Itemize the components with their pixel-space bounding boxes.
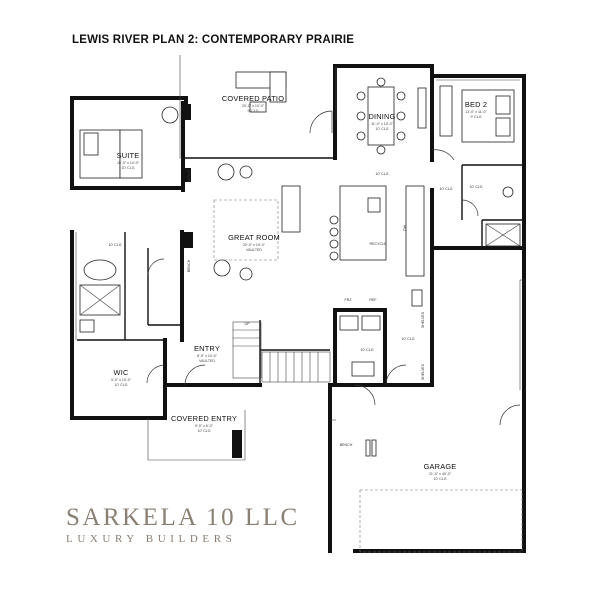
dishwasher-label: DW xyxy=(403,224,407,231)
walls xyxy=(70,55,526,553)
room-covered-patio-name: COVERED PATIO xyxy=(222,94,284,103)
entry-post xyxy=(232,430,242,458)
room-suite-name: SUITE xyxy=(117,151,140,160)
room-wic-name: WIC xyxy=(114,368,129,377)
room-bed2-ceiling: 9' CLG xyxy=(470,115,481,119)
room-great-room-dims: 20'-0" x 19'-0" xyxy=(243,243,266,247)
room-entry-dims: 8'-0" x 10'-0" xyxy=(197,354,218,358)
suite-bench-label: BENCH xyxy=(187,169,191,182)
doors xyxy=(146,110,521,426)
company-logo: SARKELA 10 LLC LUXURY BUILDERS xyxy=(66,504,300,546)
fireplace xyxy=(181,232,193,248)
room-labels: COVERED PATIO 20'-0" x 10'-0" 9' CLG DIN… xyxy=(111,94,488,481)
shelves-label-1: SHELVES xyxy=(421,311,425,328)
room-covered-patio-dims: 20'-0" x 10'-0" xyxy=(242,104,265,108)
fridge-label: REF xyxy=(369,298,377,302)
room-great-room-name: GREAT ROOM xyxy=(228,233,280,242)
shelves-label-2: SHELVES xyxy=(421,363,425,380)
stair-up-label: UP xyxy=(245,322,251,326)
room-great-room-ceiling: VAULTED xyxy=(246,248,262,252)
plan-title: LEWIS RIVER PLAN 2: CONTEMPORARY PRAIRIE xyxy=(72,34,355,46)
room-bed2-name: BED 2 xyxy=(465,100,487,109)
room-entry-name: ENTRY xyxy=(194,344,220,353)
annotations: 10' CLG 10' CLG 10' CLG 10' CLG 10' CLG … xyxy=(108,169,482,447)
furniture xyxy=(79,71,523,553)
kitchen-ceiling-label: 10' CLG xyxy=(375,172,388,176)
room-entry-ceiling: VAULTED xyxy=(199,359,215,363)
stairs xyxy=(232,321,331,383)
room-dining-dims: 11'-0" x 15'-0" xyxy=(371,122,394,126)
room-dining-name: DINING xyxy=(368,112,395,121)
room-covered-entry-name: COVERED ENTRY xyxy=(171,414,237,423)
room-covered-entry-dims: 9'-0" x 6'-0" xyxy=(195,424,214,428)
pantry-ceiling-label: 10' CLG xyxy=(439,187,452,191)
room-wic-ceiling: 10' CLG xyxy=(114,383,127,387)
hall-ceiling-label: 10' CLG xyxy=(360,348,373,352)
room-suite-dims: 15'-0" x 14'-0" xyxy=(117,161,140,165)
room-dining-ceiling: 10' CLG xyxy=(375,127,388,131)
laundry-ceiling-label: 10' CLG xyxy=(401,337,414,341)
room-covered-patio-ceiling: 9' CLG xyxy=(247,109,258,113)
windows xyxy=(75,66,524,390)
master-ceiling-label: 10' CLG xyxy=(108,243,121,247)
room-wic-dims: 9'-0" x 10'-0" xyxy=(111,378,132,382)
room-covered-entry-ceiling: 10' CLG xyxy=(197,429,210,433)
room-garage-dims: 21'-0" x 40'-0" xyxy=(429,472,452,476)
recycle-label: RECYCLE xyxy=(370,242,388,246)
great-room-bench-label: BENCH xyxy=(187,259,191,272)
freezer-label: FRZ xyxy=(345,298,353,302)
room-bed2-dims: 13'-0" x 11'-0" xyxy=(465,110,488,114)
room-suite-ceiling: 10' CLG xyxy=(121,166,134,170)
room-garage-name: GARAGE xyxy=(424,462,457,471)
room-garage-ceiling: 10' CLG xyxy=(433,477,446,481)
garage-bench-label: BENCH xyxy=(340,443,353,447)
bath-ceiling-label: 10' CLG xyxy=(469,185,482,189)
company-tagline: LUXURY BUILDERS xyxy=(66,533,237,545)
company-name: SARKELA 10 LLC xyxy=(66,504,300,531)
